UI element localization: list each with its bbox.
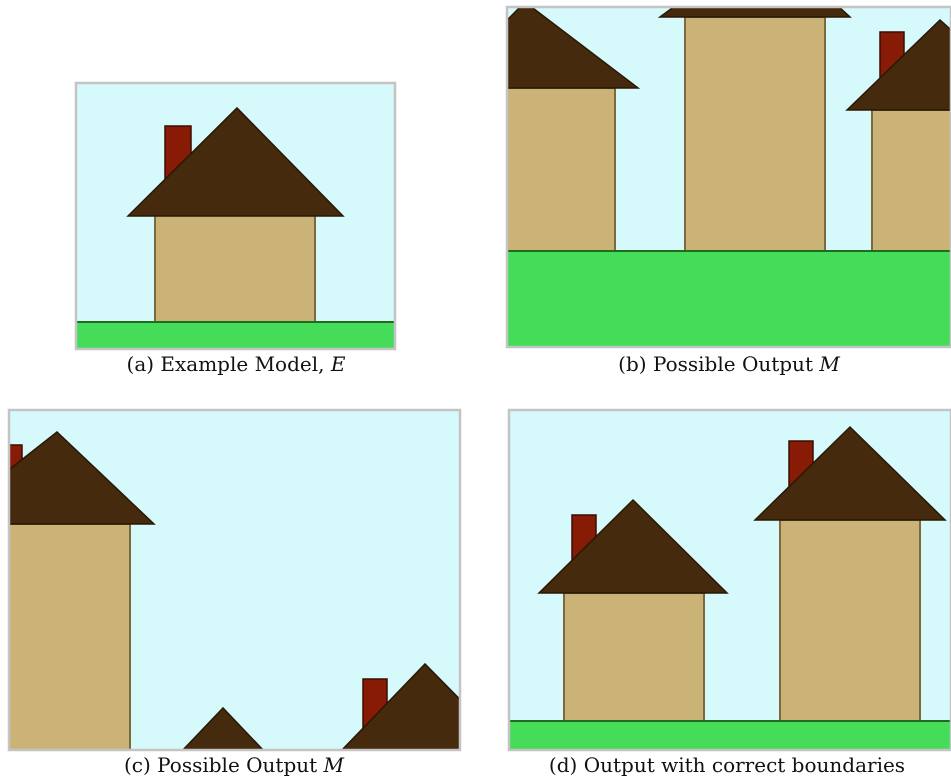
grass-a (76, 322, 395, 349)
house-wall-c-left (0, 524, 130, 764)
caption-b-text: (b) Possible Output (618, 352, 819, 376)
panel-a (76, 83, 395, 349)
panel-b (440, 2, 951, 347)
caption-b: (b) Possible Output M (618, 352, 840, 376)
panel-d (509, 410, 951, 750)
caption-a-var: E (331, 352, 346, 376)
grass-b (507, 251, 951, 347)
caption-a-text: (a) Example Model, (127, 352, 331, 376)
house-wall-b-right (872, 110, 951, 253)
house-wall-d-right (780, 520, 920, 723)
house-wall-a (155, 215, 315, 325)
caption-a: (a) Example Model, E (127, 352, 346, 376)
caption-c: (c) Possible Output M (124, 753, 344, 777)
house-wall-d-left (564, 593, 704, 723)
panel-c (0, 410, 512, 764)
caption-d: (d) Output with correct boundaries (549, 753, 905, 777)
house-wall-b-middle (685, 17, 825, 253)
grass-d (509, 721, 951, 750)
caption-b-var: M (819, 352, 839, 376)
caption-c-var: M (324, 753, 344, 777)
caption-c-text: (c) Possible Output (124, 753, 324, 777)
house-wall-b-left (500, 88, 615, 253)
caption-d-text: (d) Output with correct boundaries (549, 753, 905, 777)
